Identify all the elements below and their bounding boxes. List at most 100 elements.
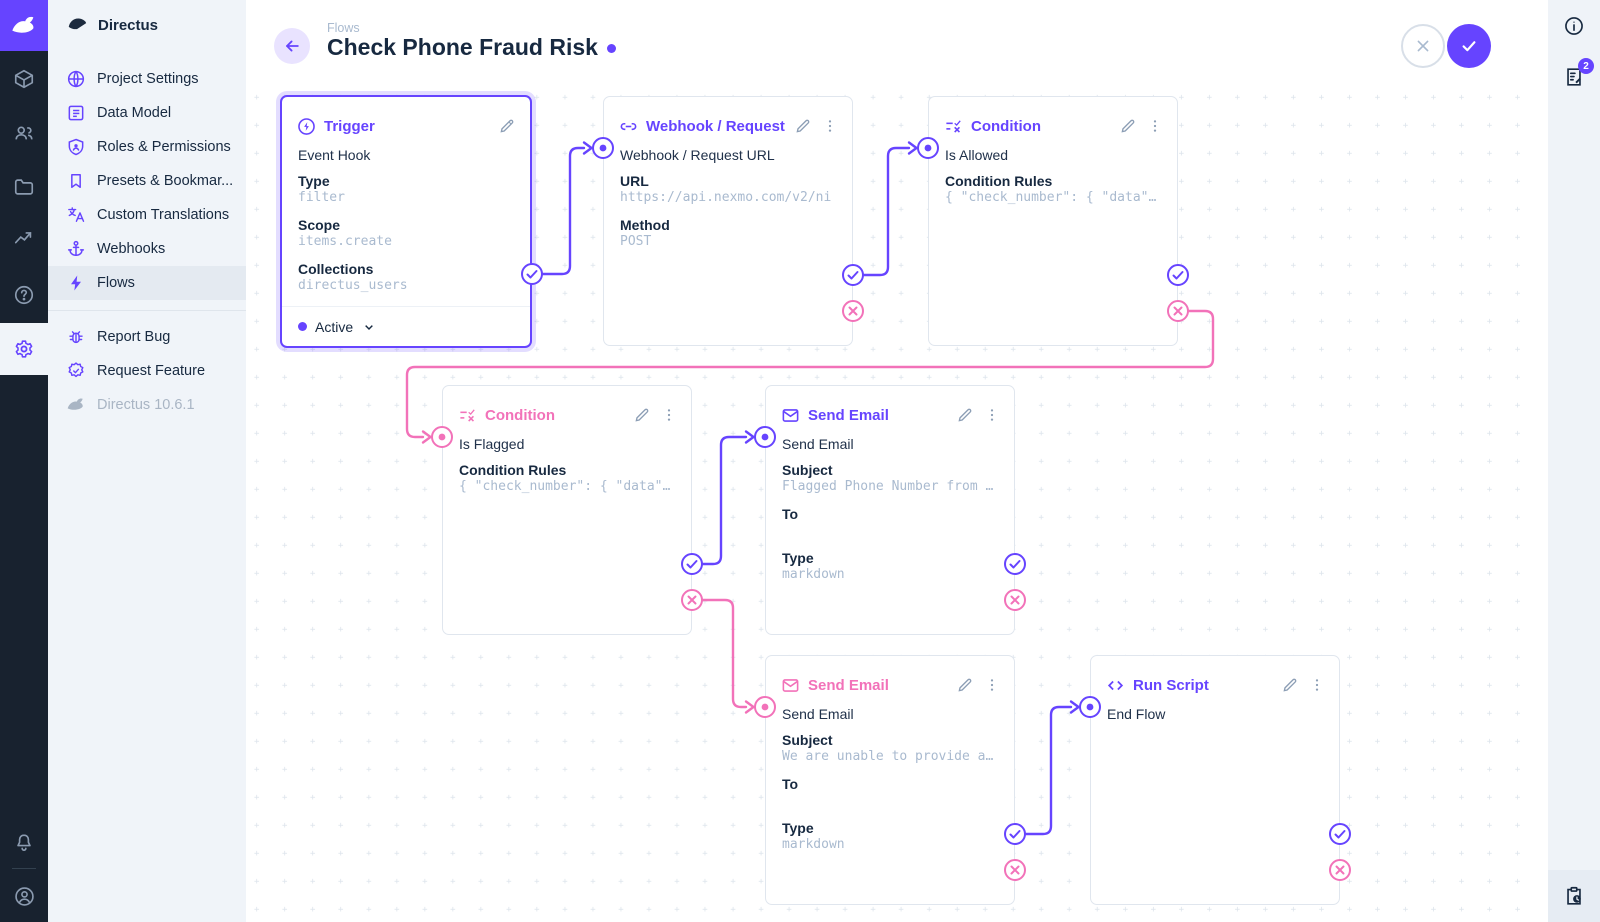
back-button[interactable] xyxy=(274,28,310,64)
sidebar-info-toggle[interactable] xyxy=(1548,12,1600,40)
directus-logo[interactable] xyxy=(0,0,48,51)
bug-icon xyxy=(66,327,86,347)
discard-changes-button[interactable] xyxy=(1401,24,1445,68)
check-icon xyxy=(1462,41,1476,52)
project-name: Directus xyxy=(98,16,159,34)
notifications-bell[interactable] xyxy=(0,823,48,863)
sidebar-item-label: Report Bug xyxy=(97,329,171,345)
gear-icon xyxy=(15,340,33,358)
breadcrumb[interactable]: Flows xyxy=(327,21,360,35)
rabbit-icon xyxy=(66,395,86,415)
cube-icon xyxy=(14,69,34,89)
users-icon xyxy=(15,126,33,140)
card-field-text: End Flow xyxy=(1107,706,1166,722)
notes-icon xyxy=(1567,68,1581,86)
version-label: Directus 10.6.1 xyxy=(97,397,195,413)
project-header[interactable]: Directus xyxy=(48,0,246,50)
edit-pencil-icon[interactable] xyxy=(956,406,974,424)
flow-card-webhook[interactable]: Webhook / Request URL Webhook / Request … xyxy=(603,96,853,346)
bolt-icon xyxy=(66,273,86,293)
status-label: Active xyxy=(315,318,354,335)
edit-pencil-icon[interactable] xyxy=(1281,676,1299,694)
sidebar-item-webhooks[interactable]: Webhooks xyxy=(48,232,246,266)
kebab-menu-icon[interactable] xyxy=(1309,677,1325,693)
flow-card-run-script[interactable]: Run Script End Flow xyxy=(1090,655,1340,905)
sidebar-item-report-bug[interactable]: Report Bug xyxy=(48,320,246,354)
condition-rule-icon xyxy=(944,117,963,136)
card-title: Condition xyxy=(971,117,1041,135)
card-field-value: filter xyxy=(298,190,345,205)
sidebar-divider xyxy=(48,310,246,311)
save-button[interactable] xyxy=(1447,24,1491,68)
bookmark-icon xyxy=(66,171,86,191)
card-field-label: Condition Rules xyxy=(945,173,1053,189)
info-icon xyxy=(1565,17,1583,35)
card-field-text: Is Flagged xyxy=(459,436,525,452)
flow-card-condition-allowed[interactable]: Condition Is Allowed Condition Rules { "… xyxy=(928,96,1178,346)
module-insights[interactable] xyxy=(0,218,48,258)
sidebar-item-flows[interactable]: Flows xyxy=(48,266,246,300)
help-icon xyxy=(14,285,34,305)
kebab-menu-icon[interactable] xyxy=(661,407,677,423)
card-field-value: markdown xyxy=(782,567,845,582)
user-avatar[interactable] xyxy=(0,876,48,916)
clipboard-clock-icon xyxy=(1567,886,1581,905)
sidebar-item-presets-bookmarks[interactable]: Presets & Bookmar... xyxy=(48,164,246,198)
unsaved-changes-dot xyxy=(606,44,616,54)
sidebar-notes-toggle[interactable] xyxy=(1548,63,1600,91)
card-field-value: items.create xyxy=(298,234,392,249)
card-title: Send Email xyxy=(808,676,889,694)
sidebar-item-roles-permissions[interactable]: Roles & Permissions xyxy=(48,130,246,164)
edit-pencil-icon[interactable] xyxy=(498,117,516,135)
sidebar-item-request-feature[interactable]: Request Feature xyxy=(48,354,246,388)
edit-pencil-icon[interactable] xyxy=(794,117,812,135)
module-settings[interactable] xyxy=(0,323,48,375)
card-title: Webhook / Request URL xyxy=(646,117,786,135)
sidebar-item-version: Directus 10.6.1 xyxy=(48,388,246,422)
module-bar-divider xyxy=(12,868,36,869)
edit-pencil-icon[interactable] xyxy=(633,406,651,424)
trigger-status-dropdown[interactable]: Active xyxy=(282,306,530,346)
flow-card-send-email-flagged[interactable]: Send Email Send Email Subject Flagged Ph… xyxy=(765,385,1015,635)
module-docs[interactable] xyxy=(0,275,48,315)
flow-card-send-email-unable[interactable]: Send Email Send Email Subject We are una… xyxy=(765,655,1015,905)
card-field-value: We are unable to provide a… xyxy=(782,749,994,764)
card-field-text: Send Email xyxy=(782,436,854,452)
sidebar-item-label: Webhooks xyxy=(97,241,166,257)
module-content[interactable] xyxy=(0,59,48,99)
sidebar-item-project-settings[interactable]: Project Settings xyxy=(48,62,246,96)
module-users[interactable] xyxy=(0,113,48,153)
card-field-text: Is Allowed xyxy=(945,147,1009,163)
kebab-menu-icon[interactable] xyxy=(984,407,1000,423)
mail-icon xyxy=(781,406,800,425)
flow-card-trigger[interactable]: Trigger Event Hook Type filter Scope ite… xyxy=(280,95,532,348)
flow-activity-toggle[interactable] xyxy=(1548,870,1600,922)
card-field-label: Subject xyxy=(782,462,833,478)
settings-nav-sidebar: Directus Project Settings Data Model Rol… xyxy=(48,0,246,922)
sidebar-item-data-model[interactable]: Data Model xyxy=(48,96,246,130)
card-field-value: { "check_number": { "data"… xyxy=(945,190,1157,205)
card-field-value: POST xyxy=(620,234,652,249)
card-field-label: Type xyxy=(782,550,814,566)
flow-card-condition-flagged[interactable]: Condition Is Flagged Condition Rules { "… xyxy=(442,385,692,635)
mail-icon xyxy=(781,676,800,695)
list-alt-icon xyxy=(66,103,86,123)
card-field-text: Event Hook xyxy=(298,147,371,163)
edit-pencil-icon[interactable] xyxy=(1119,117,1137,135)
kebab-menu-icon[interactable] xyxy=(1147,118,1163,134)
card-field-text: Send Email xyxy=(782,706,854,722)
sidebar-item-custom-translations[interactable]: Custom Translations xyxy=(48,198,246,232)
card-field-text: Webhook / Request URL xyxy=(620,147,775,163)
sidebar-item-label: Data Model xyxy=(97,105,172,121)
module-files[interactable] xyxy=(0,167,48,207)
code-icon xyxy=(1106,676,1125,695)
kebab-menu-icon[interactable] xyxy=(984,677,1000,693)
kebab-menu-icon[interactable] xyxy=(822,118,838,134)
condition-rule-icon xyxy=(458,406,477,425)
shield-icon xyxy=(66,137,86,157)
edit-pencil-icon[interactable] xyxy=(956,676,974,694)
link-icon xyxy=(619,117,638,136)
page-title: Check Phone Fraud Risk xyxy=(327,34,616,61)
card-field-value xyxy=(782,793,998,810)
